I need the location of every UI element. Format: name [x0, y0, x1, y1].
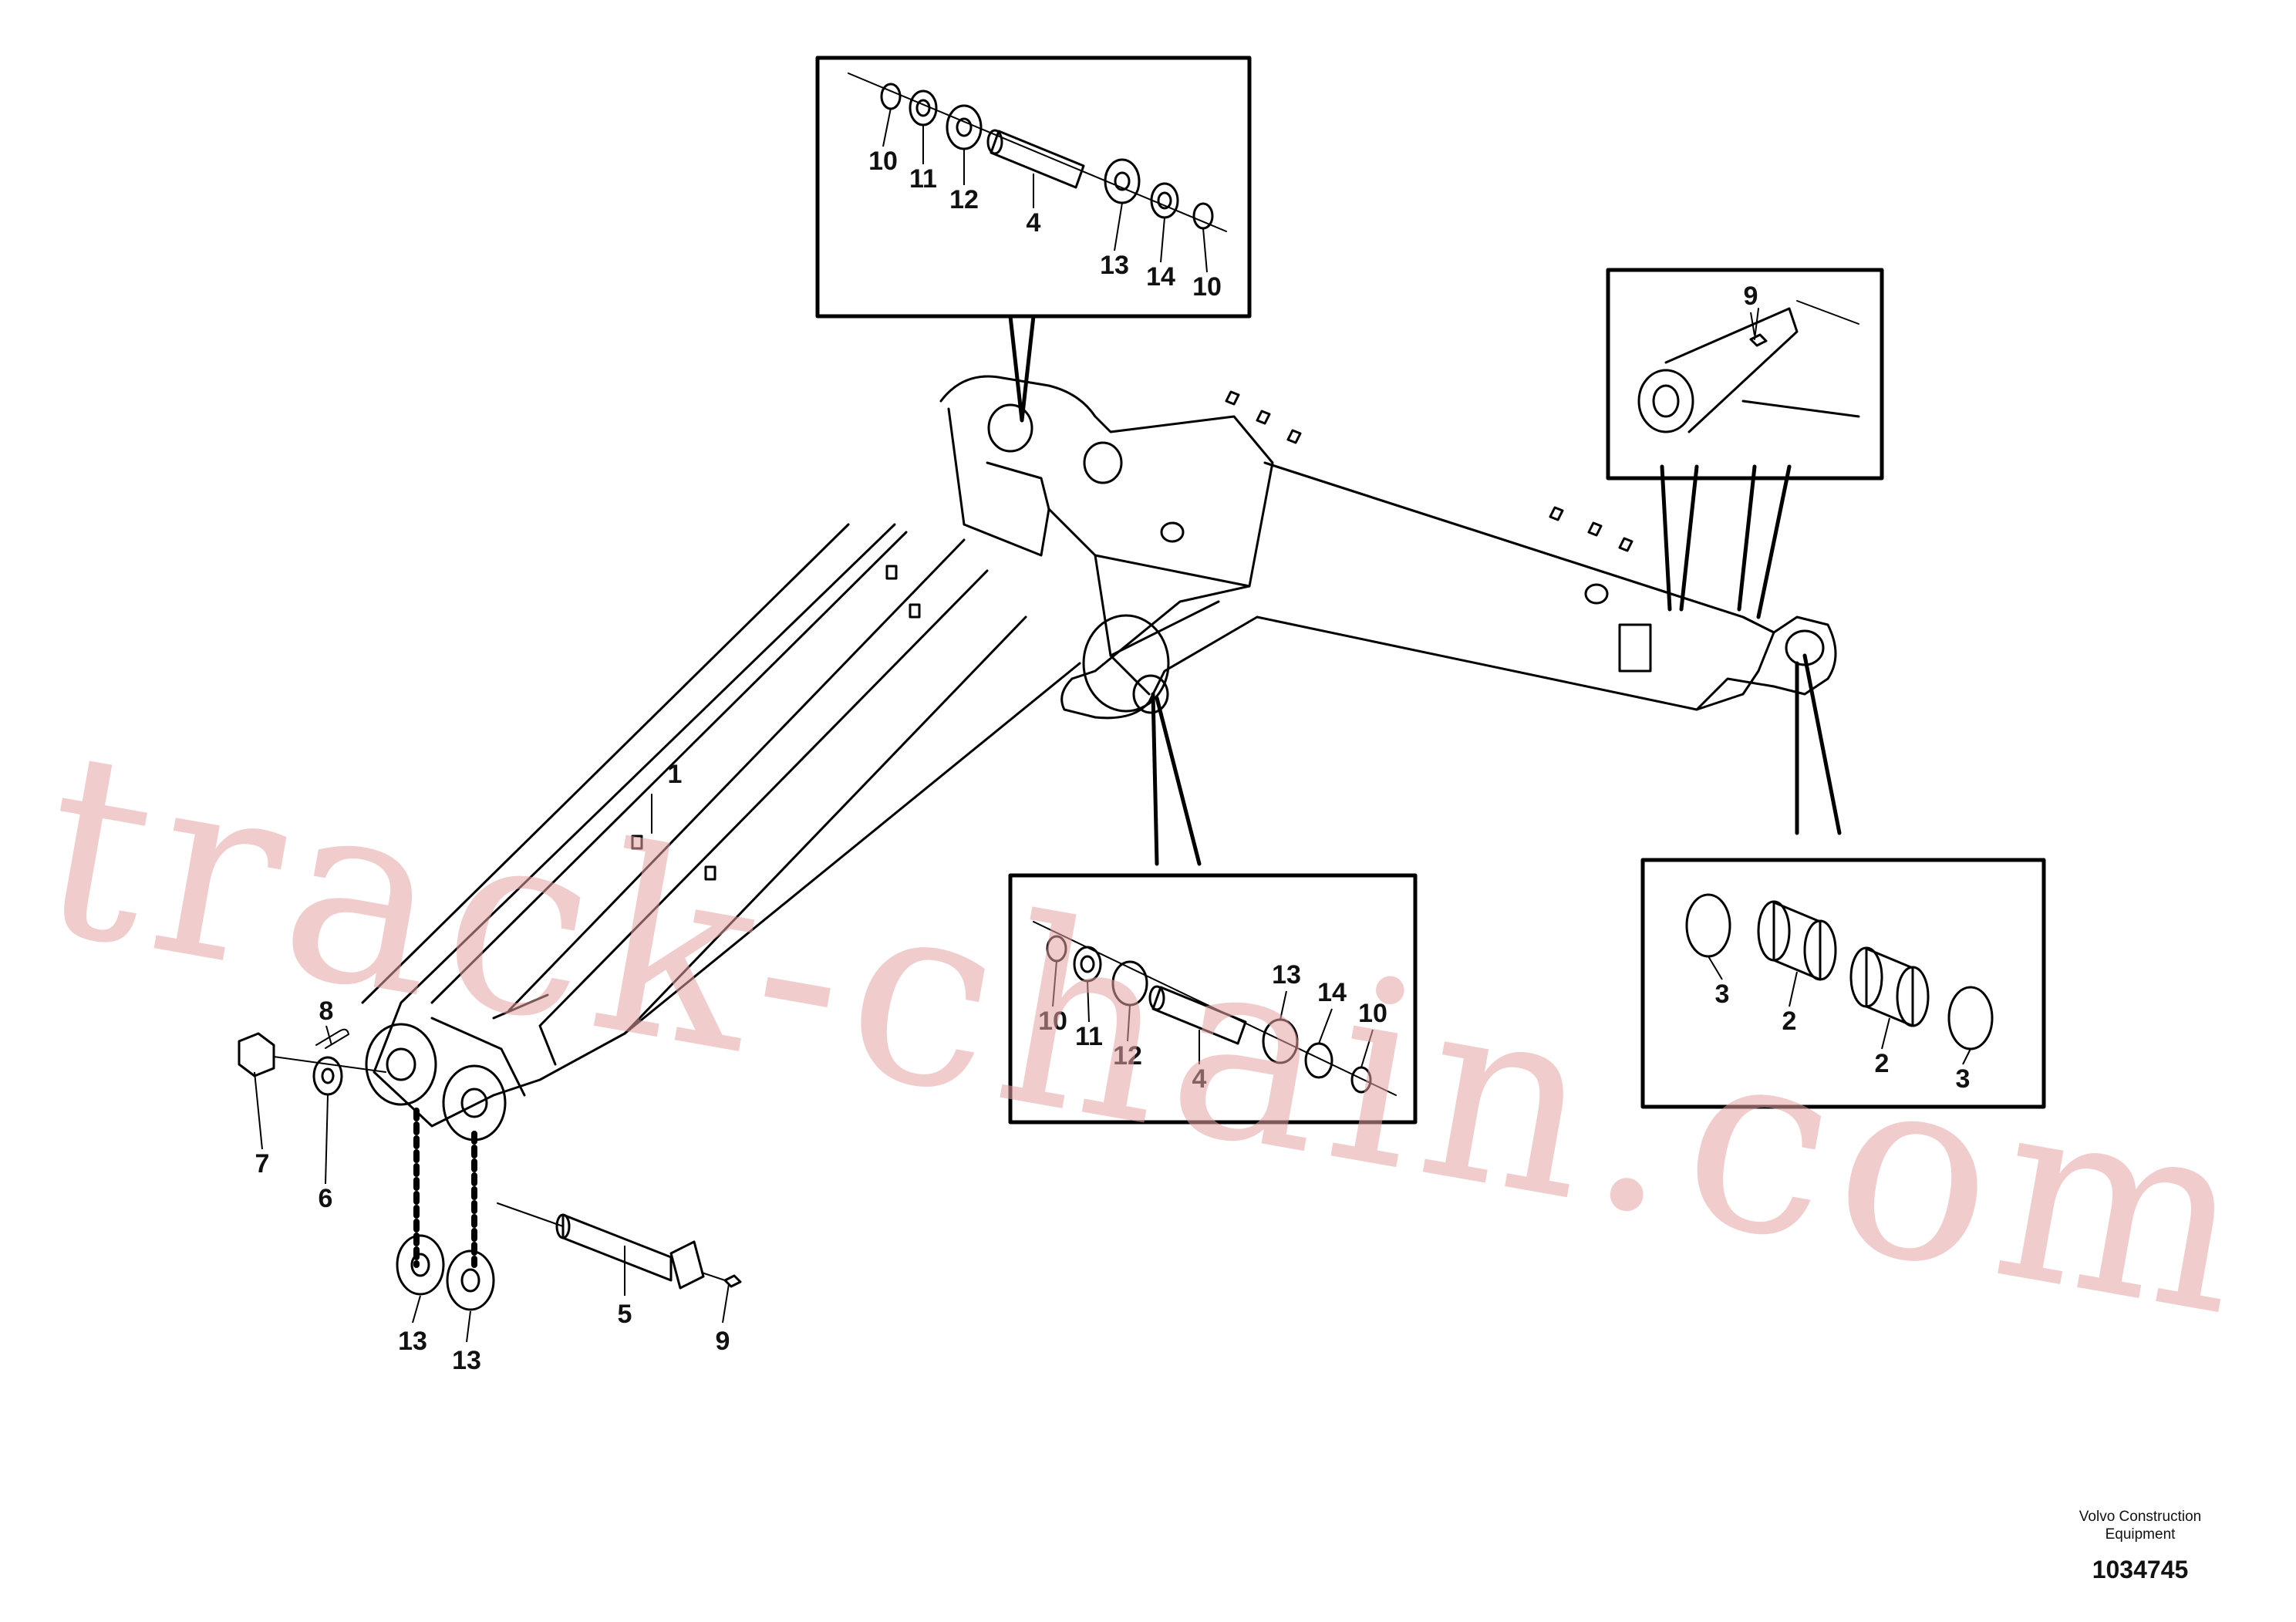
grease-nipple-9: [723, 1274, 742, 1288]
company-name-line1: Volvo Construction: [2079, 1509, 2202, 1525]
cotter-pin-8: [315, 1028, 349, 1049]
label-mid-12: 12: [1113, 1041, 1142, 1071]
label-6: 6: [319, 1184, 333, 1213]
label-top-11: 11: [909, 164, 937, 194]
label-mid-11: 11: [1075, 1022, 1103, 1051]
label-8: 8: [319, 996, 334, 1026]
leader-lines: [1008, 314, 1842, 866]
label-13b: 13: [452, 1346, 481, 1375]
callout-labels: 1 7 6 8 13 13 5 9 10 11 12 4 13 14 10 9 …: [255, 147, 1971, 1375]
lower-pin-assembly: [238, 1028, 742, 1311]
washer-6: [312, 1056, 343, 1096]
label-br-2: 2: [1782, 1007, 1797, 1036]
pin-5: [561, 1213, 673, 1282]
label-top-10: 10: [868, 147, 898, 176]
label-br-3b: 3: [1956, 1064, 1971, 1094]
label-mid-14: 14: [1317, 978, 1347, 1007]
label-top-14: 14: [1146, 262, 1175, 292]
nut-7: [238, 1032, 275, 1077]
label-mid-4: 4: [1192, 1064, 1207, 1094]
footer: Volvo Construction Equipment 1034745: [2036, 1508, 2244, 1584]
washer-13a: [396, 1234, 445, 1296]
label-top-4: 4: [1027, 208, 1041, 238]
label-1: 1: [668, 760, 683, 789]
label-mid-10: 10: [1038, 1007, 1067, 1036]
label-5: 5: [618, 1300, 632, 1329]
label-7: 7: [255, 1149, 270, 1179]
label-leaders: [254, 107, 1971, 1343]
label-9: 9: [716, 1327, 730, 1356]
company-name-line2: Equipment: [2105, 1526, 2176, 1543]
washer-13b: [446, 1249, 495, 1311]
callout-box-top-right: [1606, 268, 1884, 481]
label-top-13: 13: [1100, 251, 1129, 280]
callout-box-bottom-right: [1640, 858, 2046, 1109]
label-mid-10b: 10: [1358, 999, 1387, 1028]
drawing-number: 1034745: [2092, 1556, 2189, 1583]
label-br-2b: 2: [1875, 1049, 1890, 1078]
label-topright-9: 9: [1744, 282, 1758, 311]
label-mid-13: 13: [1272, 960, 1301, 990]
callout-box-middle: [1008, 873, 1418, 1125]
label-top-10b: 10: [1192, 272, 1222, 302]
label-top-12: 12: [949, 185, 979, 214]
label-13a: 13: [398, 1327, 427, 1356]
boom-structure: [361, 375, 1837, 1141]
label-br-3: 3: [1715, 980, 1730, 1009]
